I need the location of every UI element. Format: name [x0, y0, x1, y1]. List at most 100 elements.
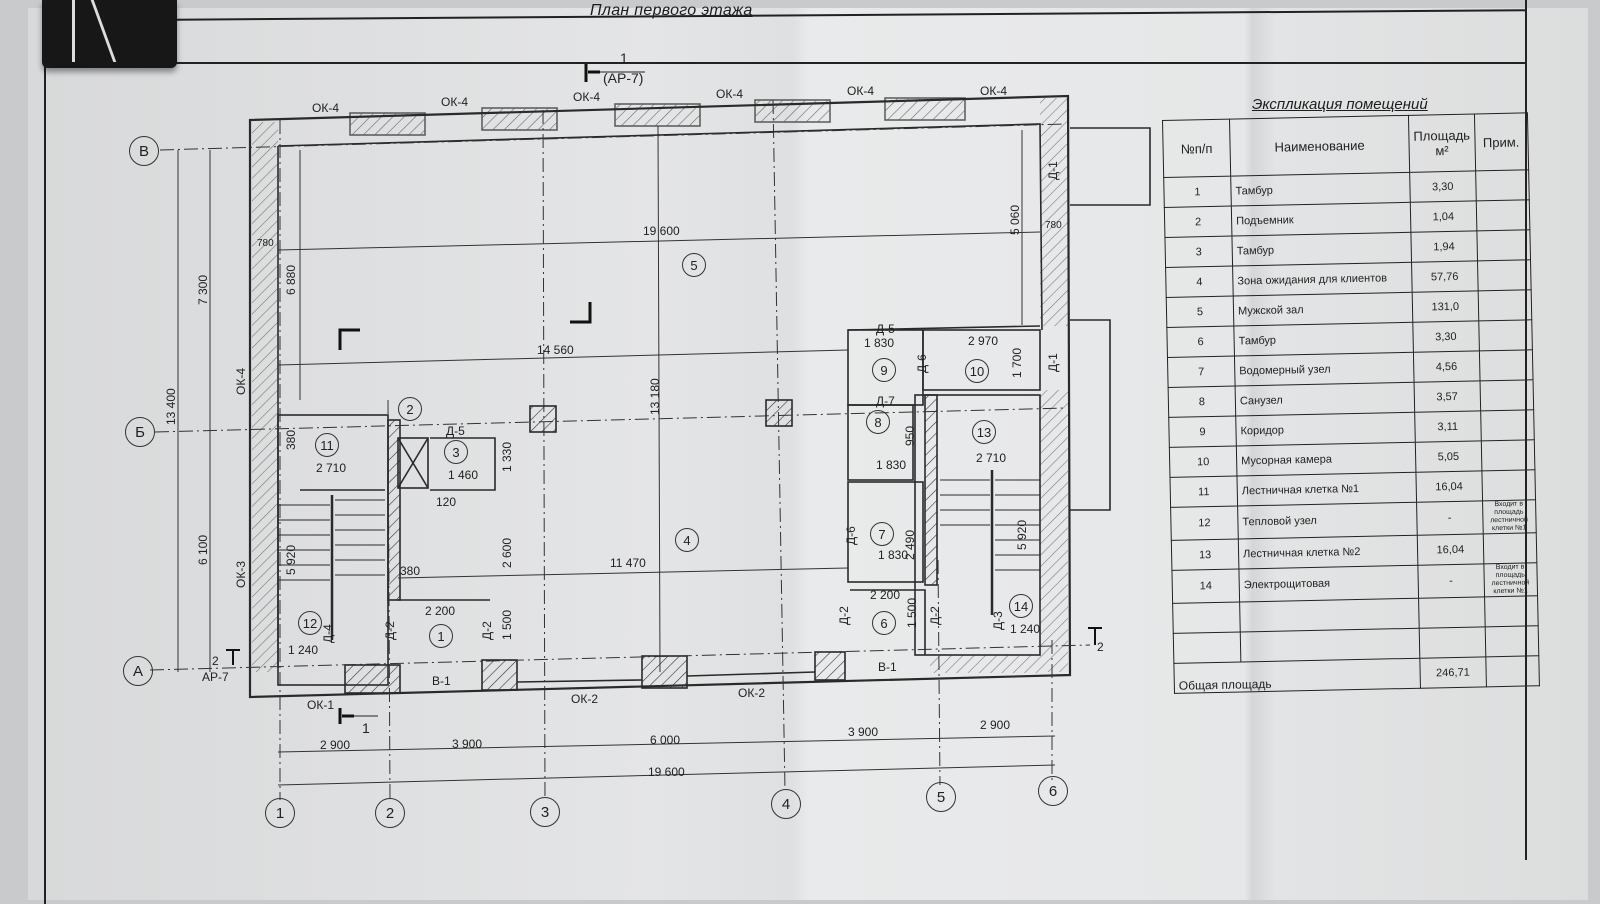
- room-marker-3: 3: [444, 440, 468, 464]
- dim-2200-left: 2 200: [425, 604, 456, 618]
- row-area: 3,30: [1409, 170, 1476, 203]
- dim-2710-stair2: 2 710: [976, 451, 1007, 465]
- gate-label-v1-left: В-1: [432, 674, 451, 688]
- dim-1240-left: 1 240: [288, 643, 319, 657]
- row-num: 9: [1168, 416, 1237, 448]
- row-area: 3,11: [1414, 410, 1481, 443]
- section-mark-right-number: 2: [1097, 640, 1104, 654]
- dim-stair-left: 5 920: [284, 544, 298, 575]
- dim-1830-wc: 1 830: [876, 458, 907, 472]
- dim-1500-left: 1 500: [500, 609, 514, 640]
- dim-1330: 1 330: [500, 441, 514, 472]
- dim-hall-width: 19 600: [643, 224, 680, 238]
- row-note: [1478, 319, 1532, 351]
- row-note: [1479, 379, 1534, 411]
- row-name: Мужской зал: [1233, 292, 1413, 327]
- row-num: [1173, 631, 1241, 664]
- dim-1830-water: 1 830: [878, 548, 909, 562]
- dim-1240-right: 1 240: [1010, 622, 1041, 636]
- dim-hall-depth: 13 180: [648, 378, 662, 415]
- door-label-d2-4: Д-2: [928, 606, 942, 625]
- dim-780-right: 780: [1045, 220, 1062, 231]
- total-area: 246,71: [1419, 656, 1487, 689]
- dim-bottom-2: 3 900: [452, 737, 483, 751]
- window-label-ok4-2: ОК-4: [441, 95, 468, 109]
- dim-right-wall: 5 060: [1008, 204, 1022, 235]
- row-name: Мусорная камера: [1236, 442, 1416, 477]
- axis-bubble-2: 2: [375, 798, 405, 828]
- row-note: [1480, 439, 1535, 471]
- room-marker-14: 14: [1009, 594, 1033, 618]
- row-note: Входит в площадь лестничной клетки №1: [1482, 499, 1536, 534]
- row-area: 5,05: [1415, 440, 1482, 473]
- row-area: 3,57: [1414, 380, 1481, 413]
- dim-left-1: 7 300: [196, 274, 210, 305]
- header-area: Площадь м²: [1408, 113, 1476, 173]
- axis-bubble-b: Б: [125, 417, 155, 447]
- row-note: [1477, 289, 1532, 321]
- axis-bubble-6: 6: [1038, 776, 1068, 806]
- dim-2200-right: 2 200: [870, 588, 901, 602]
- window-label-ok3: ОК-3: [234, 561, 248, 588]
- row-area: 1,04: [1410, 200, 1477, 233]
- door-label-d7: Д-7: [876, 394, 895, 408]
- room-marker-8: 8: [866, 410, 890, 434]
- row-name: Водомерный узел: [1234, 352, 1415, 387]
- row-note: [1482, 532, 1537, 564]
- row-area: 16,04: [1417, 533, 1484, 566]
- row-area: 3,30: [1412, 320, 1479, 353]
- row-note: [1477, 259, 1531, 291]
- room-marker-10: 10: [965, 359, 989, 383]
- dim-1700: 1 700: [1010, 347, 1024, 378]
- dim-left-2: 6 100: [196, 534, 210, 565]
- row-name: Подъемник: [1231, 202, 1411, 237]
- row-num: 12: [1170, 506, 1239, 541]
- row-note: [1484, 595, 1538, 627]
- axis-bubble-3: 3: [530, 797, 560, 827]
- gate-label-v1-right: В-1: [878, 660, 897, 674]
- door-label-d4: Д-4: [321, 624, 335, 643]
- door-label-d5-left: Д-5: [446, 424, 465, 438]
- drawing-frame-border: [44, 62, 1526, 904]
- row-name: [1239, 598, 1420, 632]
- row-area: 1,94: [1410, 230, 1478, 263]
- axis-bubble-a: А: [123, 656, 153, 686]
- row-note: [1475, 199, 1530, 231]
- total-label: Общая площадь: [1173, 658, 1421, 694]
- window-label-ok4-5: ОК-4: [847, 84, 874, 98]
- row-area: 4,56: [1413, 350, 1480, 383]
- frame-right-line: [1525, 0, 1527, 860]
- dim-780-left: 780: [257, 238, 274, 249]
- dim-2600: 2 600: [500, 537, 514, 568]
- door-label-d2-2: Д-2: [480, 621, 494, 640]
- row-area: 16,04: [1415, 470, 1483, 503]
- drawing-title: План первого этажа: [590, 2, 753, 19]
- row-note: [1481, 469, 1536, 501]
- total-note: [1485, 655, 1540, 687]
- row-num: 14: [1171, 568, 1240, 604]
- dim-left-inner: 6 880: [284, 264, 298, 295]
- dim-2970: 2 970: [968, 334, 999, 348]
- room-marker-1: 1: [429, 624, 453, 648]
- row-num: 10: [1169, 446, 1237, 478]
- row-area: 131,0: [1412, 290, 1479, 323]
- row-num: 6: [1166, 326, 1235, 358]
- row-note: [1484, 625, 1539, 657]
- window-label-ok4-6: ОК-4: [980, 84, 1007, 98]
- row-num: 3: [1164, 236, 1233, 268]
- row-num: 8: [1168, 386, 1236, 418]
- row-name: Лестничная клетка №2: [1238, 535, 1418, 569]
- row-name: Тамбур: [1231, 232, 1412, 267]
- door-label-d2-1: Д-2: [383, 621, 397, 640]
- row-num: 13: [1171, 538, 1239, 571]
- row-name: Тепловой узел: [1237, 502, 1418, 539]
- axis-bubble-5: 5: [926, 782, 956, 812]
- dim-2710-stair1: 2 710: [316, 461, 347, 475]
- row-name: Тамбур: [1233, 322, 1414, 357]
- row-note: Входит в площадь лестничной клетки №1: [1483, 562, 1538, 597]
- dim-950: 950: [903, 425, 917, 446]
- section-mark-bottom-number: 1: [362, 720, 370, 736]
- dim-380-stair1: 380: [284, 429, 298, 450]
